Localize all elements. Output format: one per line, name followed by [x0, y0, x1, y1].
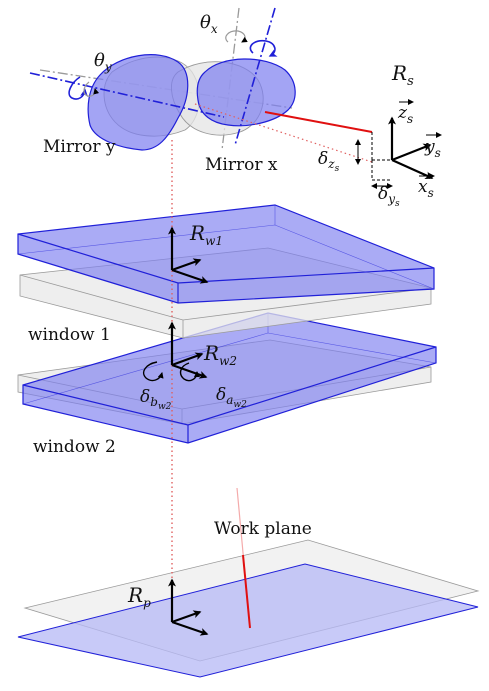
- source-offset-dashes: [371, 132, 392, 181]
- mirror-y-blue: [87, 54, 189, 151]
- delta-ys-symbol: δys: [378, 184, 400, 209]
- rotation-arrow-icon: [225, 30, 248, 43]
- window2-frame-symbol: Rw2: [203, 341, 237, 368]
- work-plane-blue: [17, 563, 479, 678]
- mirror-y-axis-blue: [29, 72, 225, 118]
- window2-label: window 2: [33, 437, 116, 457]
- mirror-x-label: Mirror x: [205, 155, 278, 175]
- delta-aw2-symbol: δaw2: [216, 385, 247, 410]
- window1-label: window 1: [28, 325, 111, 345]
- xs-axis-symbol: xs: [418, 177, 434, 200]
- mirror-x-blue: [196, 58, 296, 127]
- rotation-arrow-icon: [83, 81, 100, 97]
- window1-frame-symbol: Rw1: [189, 221, 223, 248]
- rotation-arrow-icon: [179, 362, 200, 382]
- window1-frame-axes: [168, 226, 209, 284]
- rotation-arrow-icon: [249, 39, 278, 57]
- work-plane-label: Work plane: [214, 519, 312, 539]
- mirror-x-axis-gray: [221, 7, 240, 151]
- window2-frame-axes: [168, 321, 208, 379]
- zs-axis-symbol: zs: [397, 103, 413, 126]
- delta-bw2-symbol: δbw2: [140, 387, 172, 412]
- window1-blue: [17, 204, 435, 304]
- work-plane-frame-symbol: Rp: [127, 583, 151, 610]
- rotation-arrow-icon: [68, 76, 89, 100]
- source-frame-axes: [388, 116, 434, 180]
- mirror-x-axis-blue: [234, 7, 276, 146]
- work-plane-frame-axes: [168, 578, 209, 636]
- theta-x-symbol: θx: [200, 12, 218, 36]
- rotation-arrow-icon: [142, 361, 164, 382]
- laser-beam-source: [264, 111, 373, 133]
- mirror-y-label: Mirror y: [43, 137, 116, 157]
- source-frame-symbol: Rs: [391, 61, 414, 89]
- ys-axis-symbol: ys: [424, 137, 441, 160]
- delta-zs-symbol: δzs: [318, 149, 340, 174]
- theta-y-symbol: θy: [94, 50, 112, 74]
- laser-beam-lower-solid: [242, 554, 251, 629]
